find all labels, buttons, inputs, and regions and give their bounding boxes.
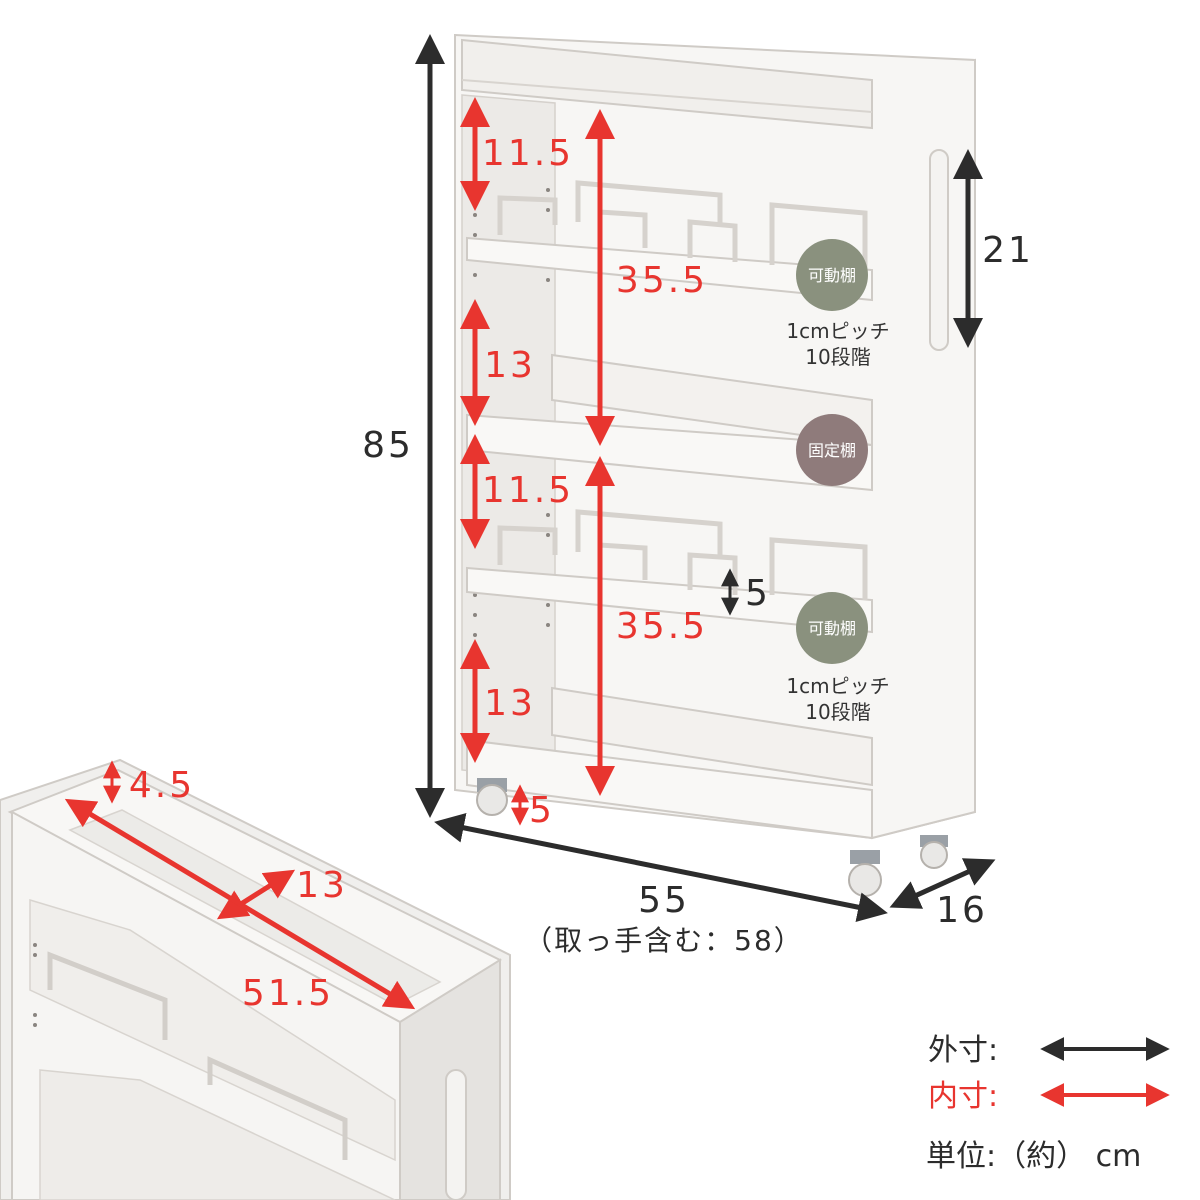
label-handle: 21 xyxy=(982,230,1034,271)
legend-outer-label: 外寸: xyxy=(928,1033,998,1068)
bottom-shelf xyxy=(551,686,873,787)
badge-movable-upper: 可動棚 xyxy=(796,239,868,311)
arrow-width-total xyxy=(434,813,888,922)
pitch-note-lower-line1: 1cmピッチ xyxy=(786,674,889,698)
label-rail-height: 5 xyxy=(745,573,771,614)
label-lower-gap-top: 11.5 xyxy=(482,470,574,511)
legend-unit-label: 単位:（約） cm xyxy=(926,1139,1141,1174)
label-top-tray-inner-width: 51.5 xyxy=(242,973,334,1014)
label-width-note: （取っ手含む：58） xyxy=(524,924,804,957)
label-top-tray-depth: 4.5 xyxy=(129,765,195,806)
label-upper-gap-bottom: 13 xyxy=(484,345,536,386)
badge-movable-lower: 可動棚 xyxy=(796,592,868,664)
side-handle xyxy=(929,149,949,351)
label-width-total: 55 xyxy=(638,880,690,921)
label-lower-gap-bottom: 13 xyxy=(484,683,536,724)
badge-fixed: 固定棚 xyxy=(796,414,868,486)
label-top-tray-inner-depth: 13 xyxy=(296,865,348,906)
label-lower-inner: 35.5 xyxy=(616,606,708,647)
legend: 外寸: 内寸: 単位:（約） cm xyxy=(926,1033,1170,1174)
upper-shelf-rail xyxy=(497,180,868,270)
arrow-top-tray-inner-width xyxy=(64,798,416,1010)
svg-text:固定棚: 固定棚 xyxy=(808,441,856,460)
svg-text:可動棚: 可動棚 xyxy=(808,266,856,285)
arrow-depth-total xyxy=(889,858,996,909)
top-tray xyxy=(461,38,873,130)
legend-inner-label: 内寸: xyxy=(928,1079,998,1114)
label-upper-inner: 35.5 xyxy=(616,260,708,301)
label-caster-height: 5 xyxy=(529,790,555,831)
pitch-note-upper-line2: 10段階 xyxy=(805,345,870,369)
svg-text:可動棚: 可動棚 xyxy=(808,619,856,638)
pitch-note-lower-line2: 10段階 xyxy=(805,700,870,724)
pitch-note-upper-line1: 1cmピッチ xyxy=(786,319,889,343)
label-upper-gap-top: 11.5 xyxy=(482,133,574,174)
label-depth-total: 16 xyxy=(936,890,988,931)
label-height-total: 85 xyxy=(362,425,414,466)
